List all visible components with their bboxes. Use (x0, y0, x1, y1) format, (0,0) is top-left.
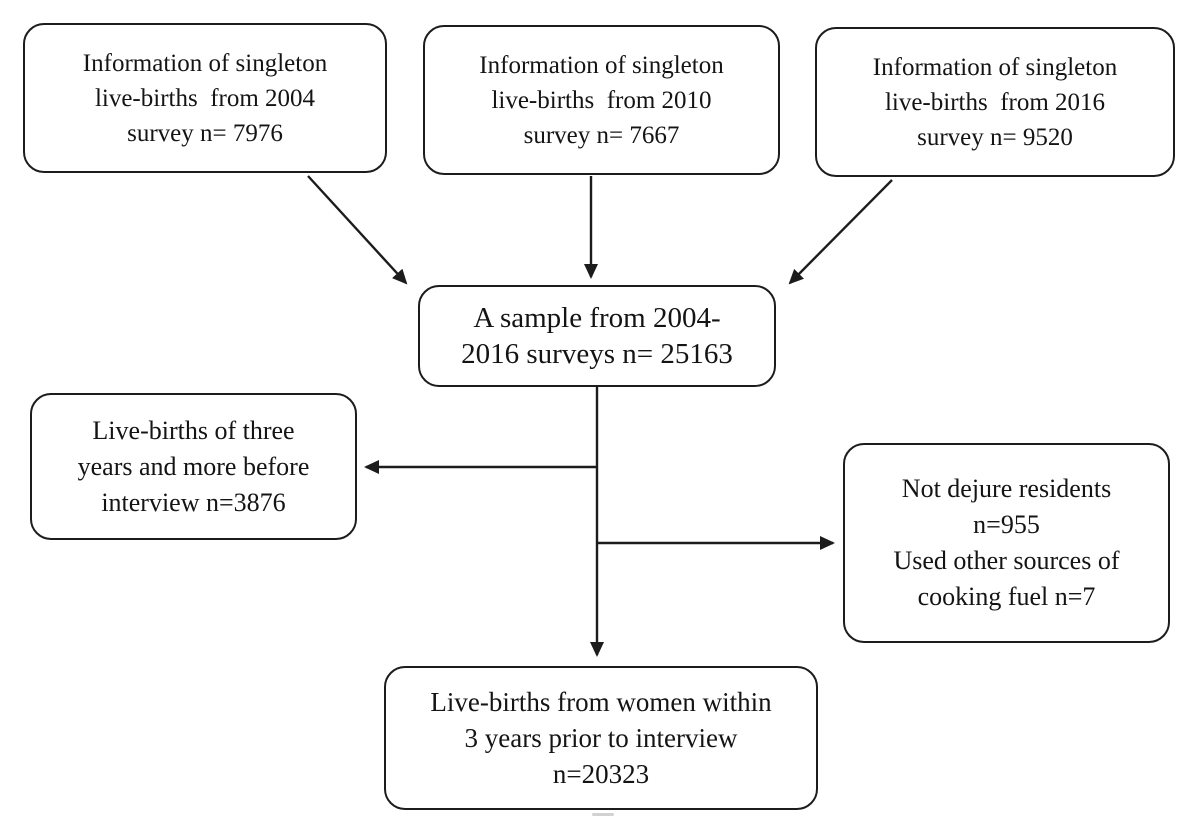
arrow-2016-to-sample (788, 179, 893, 285)
box-line: n=955 (973, 510, 1040, 539)
box-line: live-births from 2010 (491, 86, 712, 114)
scan-artifact (592, 813, 614, 816)
box-line: cooking fuel n=7 (917, 582, 1096, 611)
box-line: Not dejure residents (901, 474, 1112, 503)
arrow-2004-to-sample (307, 175, 408, 285)
box-pooled-sample: A sample from 2004- 2016 surveys n= 2516… (418, 285, 776, 387)
box-excluded-old-births: Live-births of three years and more befo… (30, 393, 357, 540)
box-line: survey n= 9520 (917, 123, 1073, 151)
box-line: Information of singleton (82, 49, 328, 77)
box-excluded-residency-fuel: Not dejure residents n=955 Used other so… (843, 443, 1170, 643)
box-line: A sample from 2004- (473, 302, 721, 334)
box-line: interview n=3876 (101, 487, 286, 517)
box-line: live-births from 2004 (94, 84, 316, 112)
box-line: survey n= 7976 (127, 119, 283, 147)
box-survey-2016: Information of singleton live-births fro… (815, 27, 1175, 177)
box-survey-2010: Information of singleton live-births fro… (423, 25, 780, 175)
box-line: 3 years prior to interview (464, 723, 738, 753)
box-line: Information of singleton (479, 51, 724, 79)
box-line: years and more before (77, 451, 310, 481)
box-line: Live-births from women within (430, 687, 772, 717)
box-line: Live-births of three (92, 415, 295, 445)
box-line: live-births from 2016 (884, 88, 1106, 116)
box-line: Used other sources of (893, 546, 1120, 575)
box-survey-2004: Information of singleton live-births fro… (23, 23, 387, 173)
box-line: 2016 surveys n= 25163 (461, 338, 733, 370)
box-line: survey n= 7667 (523, 121, 680, 149)
box-line: n=20323 (552, 759, 650, 789)
box-final-sample: Live-births from women within 3 years pr… (384, 666, 818, 810)
box-line: Information of singleton (872, 53, 1118, 81)
